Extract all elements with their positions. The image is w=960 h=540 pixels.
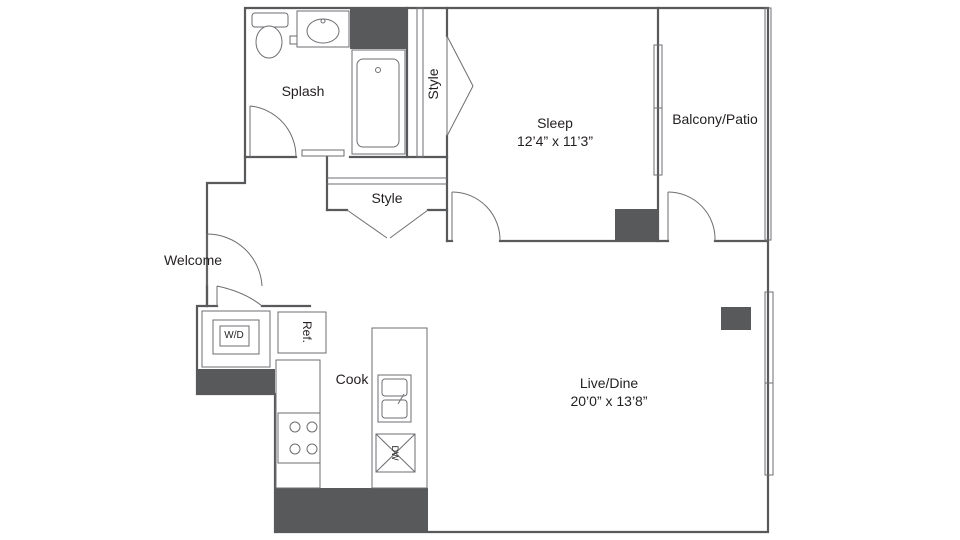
wd-label: W/D bbox=[224, 330, 243, 341]
dw-label: DW bbox=[390, 446, 400, 461]
door-swings bbox=[206, 35, 716, 307]
room-label-welcome: Welcome bbox=[164, 252, 222, 268]
room-size-live: 20’0” x 13’8” bbox=[570, 393, 647, 409]
room-size-sleep: 12’4” x 11’3” bbox=[517, 133, 593, 149]
room-label-style-hall: Style bbox=[371, 190, 402, 206]
stove-icon bbox=[277, 412, 321, 464]
wd-base-block bbox=[197, 369, 275, 394]
dishwasher-icon: DW bbox=[375, 433, 416, 473]
refrigerator-icon: Ref. bbox=[277, 311, 327, 354]
windows bbox=[416, 7, 774, 476]
ref-label: Ref. bbox=[300, 321, 314, 343]
sink-icon bbox=[289, 10, 350, 48]
towel-bar bbox=[301, 149, 345, 157]
room-label-splash: Splash bbox=[282, 83, 325, 99]
room-label-balcony: Balcony/Patio bbox=[672, 111, 758, 127]
room-label-live: Live/Dine bbox=[580, 375, 639, 391]
column-sleep bbox=[615, 209, 658, 241]
washer-dryer-icon: W/D bbox=[201, 310, 271, 368]
room-label-sleep: Sleep bbox=[537, 115, 573, 131]
room-label-style-closet: Style bbox=[425, 68, 441, 99]
column-live bbox=[721, 307, 751, 330]
room-label-cook: Cook bbox=[336, 371, 370, 387]
interior-walls bbox=[205, 6, 770, 308]
kitchen-sink-icon bbox=[377, 374, 412, 423]
exterior-walls bbox=[195, 6, 770, 534]
bathtub-icon bbox=[351, 49, 406, 155]
kitchen-counter-block bbox=[275, 488, 428, 532]
toilet-icon bbox=[251, 12, 289, 59]
column-top bbox=[350, 8, 407, 49]
